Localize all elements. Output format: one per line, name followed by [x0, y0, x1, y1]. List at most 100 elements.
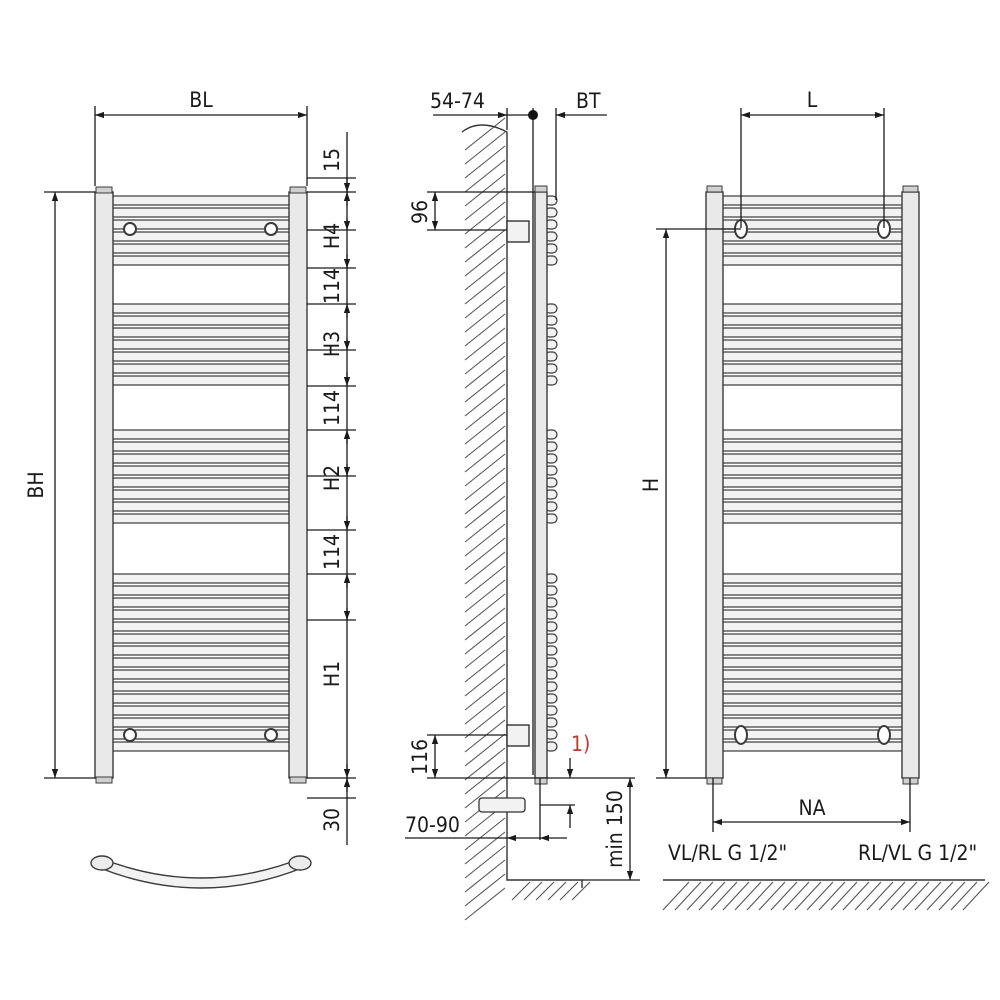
front-mount-bracket: [264, 728, 278, 742]
segment-label: H2: [320, 465, 344, 491]
wall-hatching: [464, 117, 506, 921]
rear-right-cap-top: [902, 185, 919, 193]
tube: [107, 585, 295, 596]
rear-left-cap-top: [706, 185, 723, 193]
tube: [717, 441, 908, 452]
hatch-line: [464, 495, 506, 529]
hatch-line: [878, 881, 906, 911]
hatch-line: [559, 881, 579, 901]
segment-label: H4: [320, 223, 344, 249]
hatch-line: [842, 881, 870, 911]
tube: [717, 597, 908, 608]
front-left-cap-top: [95, 186, 113, 194]
hatch-line: [818, 881, 846, 911]
tube: [107, 741, 295, 752]
tube: [107, 597, 295, 608]
hatch-line: [571, 881, 591, 901]
tube: [107, 513, 295, 524]
hatch-line: [662, 881, 690, 911]
hatch-line: [464, 635, 506, 669]
left-connection-label: VL/RL G 1/2": [668, 841, 787, 865]
tube: [107, 363, 295, 374]
tube: [717, 303, 908, 314]
hatch-line: [746, 881, 774, 911]
hatch-line: [734, 881, 762, 911]
tube: [717, 477, 908, 488]
tube: [717, 573, 908, 584]
hatch-line: [464, 705, 506, 739]
segment-label: H1: [320, 661, 344, 687]
front-left-rail: [94, 191, 114, 779]
tube: [107, 429, 295, 440]
front-left-cap-bottom: [95, 776, 113, 784]
rear-right-rail: [901, 191, 920, 779]
note-label: 1): [571, 732, 590, 756]
hatch-line: [464, 551, 506, 585]
hatch-line: [511, 881, 531, 901]
hatch-line: [698, 881, 726, 911]
hatch-line: [464, 299, 506, 333]
hatch-line: [464, 593, 506, 627]
tube: [107, 489, 295, 500]
hatch-line: [464, 173, 506, 207]
hatch-line: [464, 285, 506, 319]
hatch-line: [854, 881, 882, 911]
floor-pipe: [478, 797, 526, 813]
hatch-line: [464, 579, 506, 613]
tube: [717, 741, 908, 752]
hatch-line: [866, 881, 894, 911]
hatch-line: [710, 881, 738, 911]
floor-distance-label: min 150: [603, 790, 627, 868]
hatch-line: [464, 215, 506, 249]
hatch-line: [464, 369, 506, 403]
hatch-line: [464, 187, 506, 221]
tube: [107, 441, 295, 452]
rear-left-cap-bottom: [706, 777, 723, 785]
tube: [717, 351, 908, 362]
hatch-line: [464, 271, 506, 305]
segment-label: 114: [320, 390, 344, 426]
front-view: BL BH 15 H4 114 H3 114 H2 114 H1 30: [24, 88, 356, 889]
pipe-distance-label: 70-90: [405, 813, 460, 837]
hatch-line: [464, 621, 506, 655]
hatch-line: [890, 881, 918, 911]
rear-view: L H NA VL/RL G 1/2" RL/VL G 1/2": [639, 88, 990, 911]
hatch-line: [464, 229, 506, 263]
hatch-line: [547, 881, 567, 901]
hatch-line: [464, 131, 506, 165]
tube: [107, 501, 295, 512]
rear-tube-groups: [717, 195, 908, 752]
hatch-line: [464, 411, 506, 445]
hatch-line: [464, 649, 506, 683]
side-rail-cap-bottom: [534, 777, 548, 785]
hatch-line: [464, 201, 506, 235]
tube: [107, 645, 295, 656]
tube: [107, 609, 295, 620]
segment-label: 114: [320, 534, 344, 570]
h-label: H: [639, 478, 663, 492]
tube: [107, 705, 295, 716]
hatch-line: [464, 355, 506, 389]
hatch-line: [464, 243, 506, 277]
tube: [717, 705, 908, 716]
hatch-line: [464, 817, 506, 851]
tube: [717, 633, 908, 644]
hatch-line: [464, 117, 506, 151]
tube: [107, 195, 295, 206]
tube: [107, 669, 295, 680]
tube: [717, 207, 908, 218]
tube: [717, 693, 908, 704]
hatch-line: [464, 831, 506, 865]
front-mount-bracket: [123, 222, 137, 236]
tube: [717, 453, 908, 464]
hatch-line: [830, 881, 858, 911]
hatch-line: [464, 691, 506, 725]
hatch-line: [902, 881, 930, 911]
hatch-line: [464, 467, 506, 501]
axis-dot: [528, 110, 538, 120]
hatch-line: [464, 719, 506, 753]
tube: [107, 633, 295, 644]
tube: [717, 243, 908, 254]
front-mount-bracket: [123, 728, 137, 742]
tube: [717, 657, 908, 668]
